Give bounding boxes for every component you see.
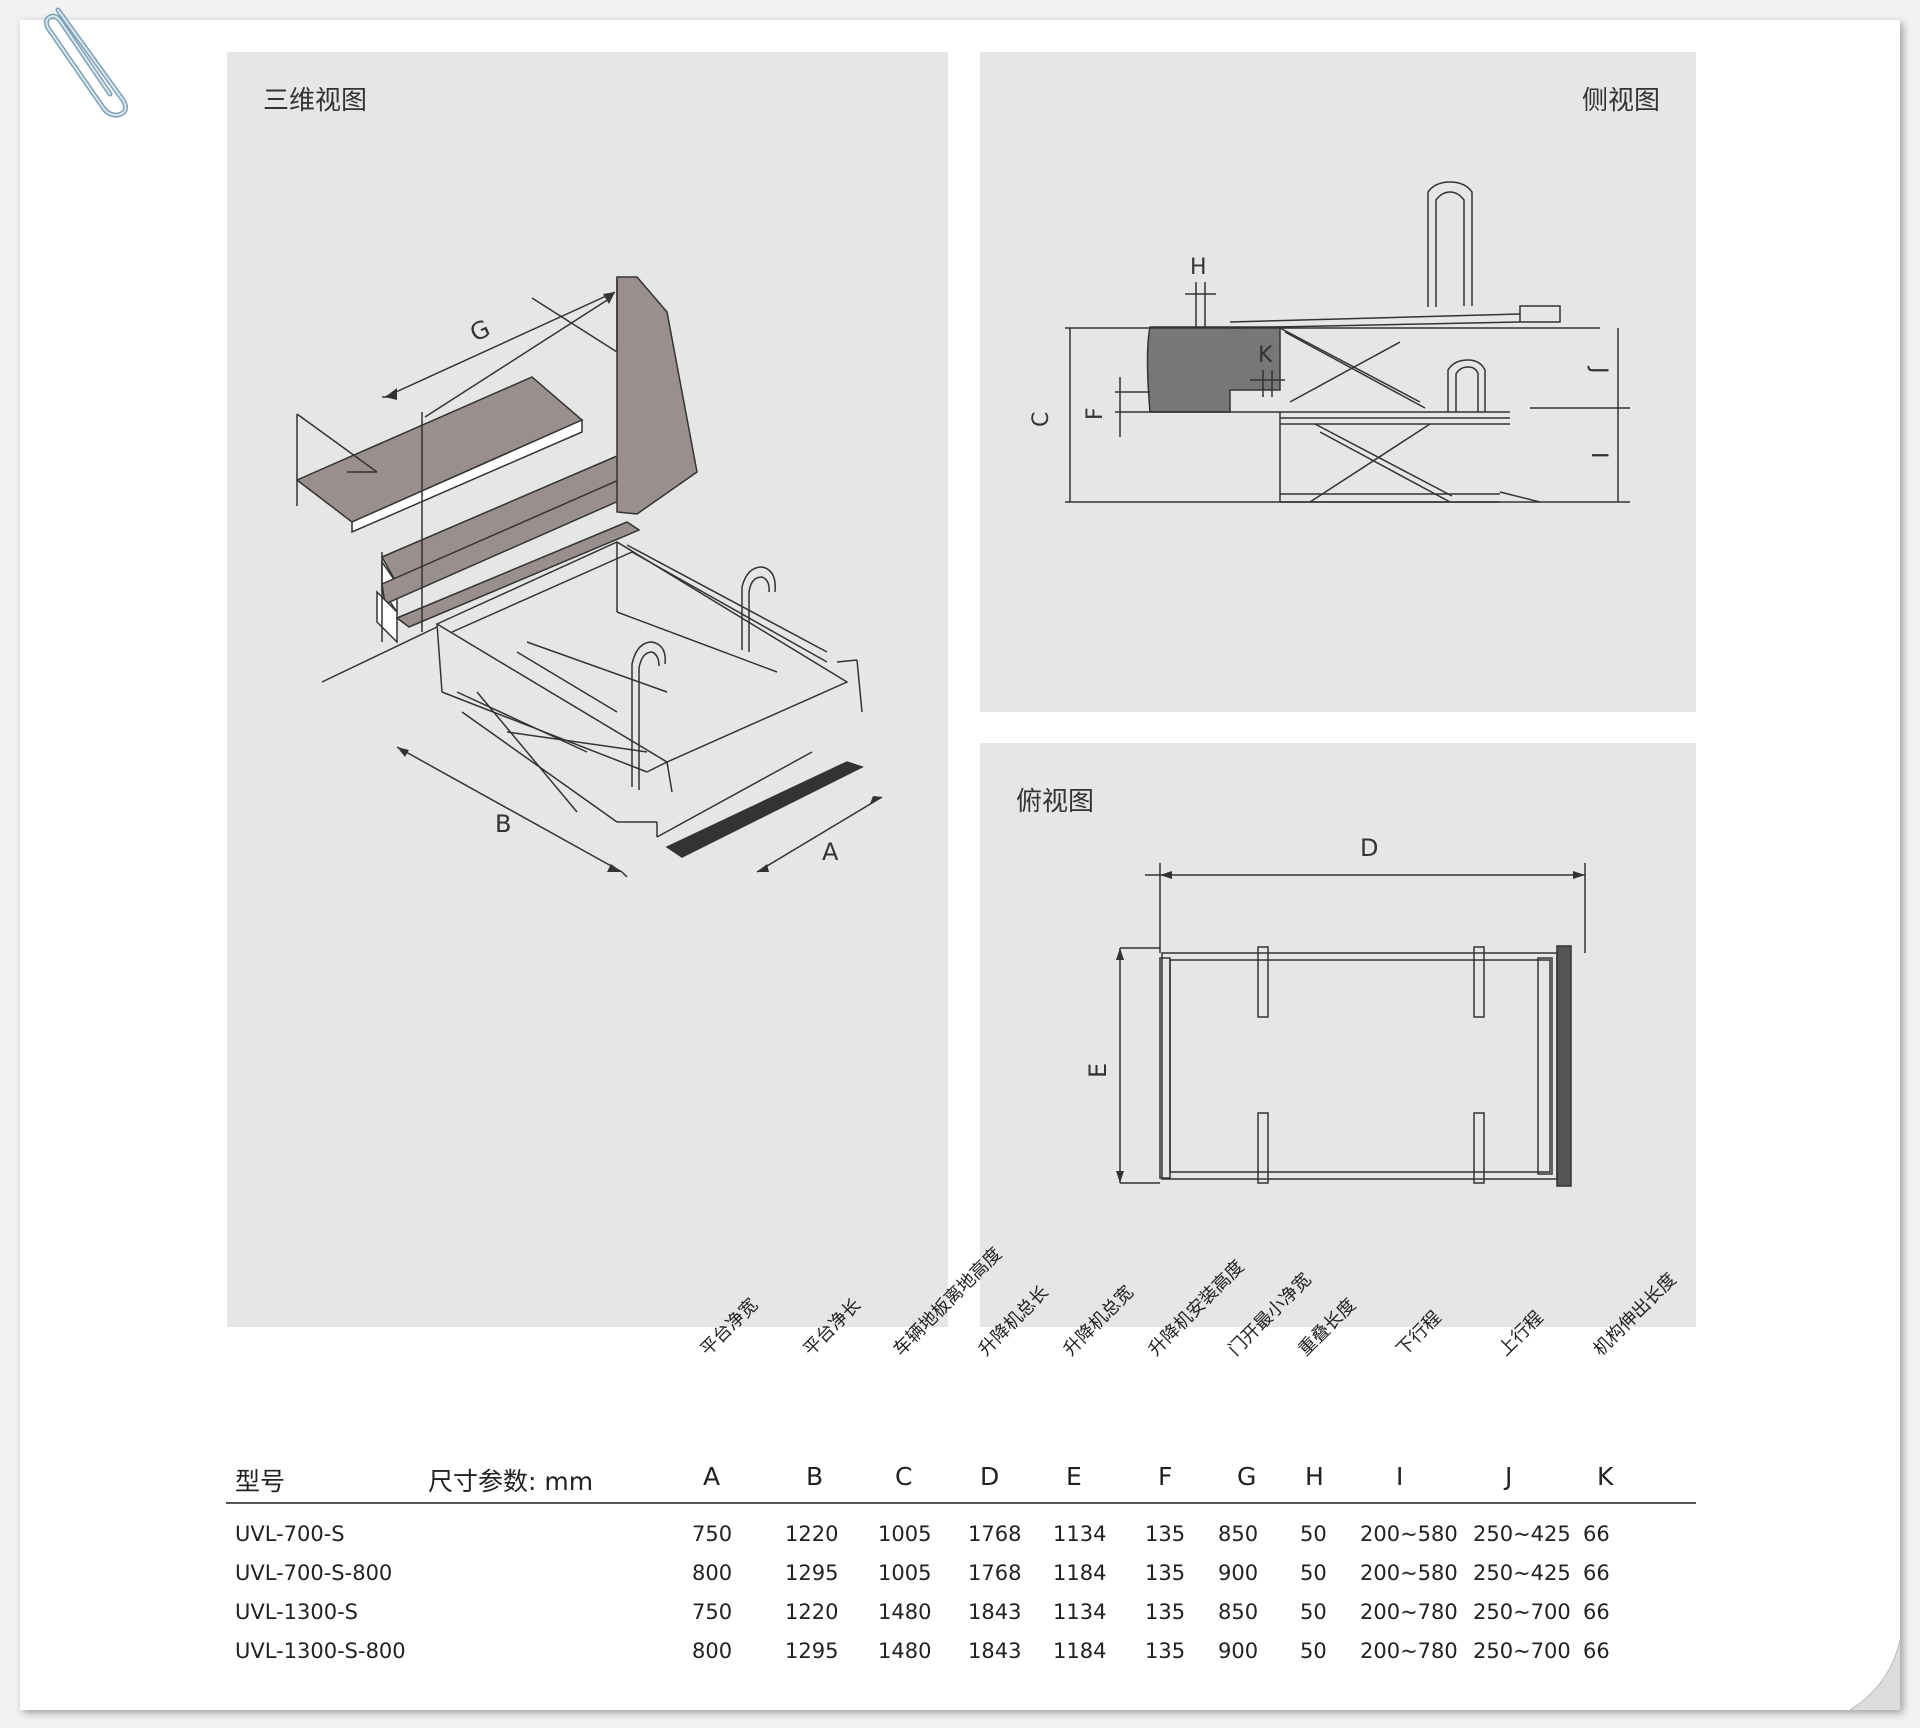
dim-label-c-side: C — [1029, 412, 1054, 427]
view-3d-panel: 三维视图 — [227, 52, 948, 1327]
col-letter-h: H — [1305, 1462, 1324, 1491]
table-cell: 1220 — [785, 1522, 839, 1546]
table-cell: 66 — [1583, 1561, 1610, 1585]
table-cell-model: UVL-1300-S — [235, 1600, 358, 1624]
table-cell: 66 — [1583, 1522, 1610, 1546]
table-cell: 800 — [692, 1639, 733, 1663]
paperclip-icon — [43, 7, 129, 118]
dim-label-f-side: F — [1083, 407, 1108, 420]
table-cell: 750 — [692, 1522, 733, 1546]
col-letter-k: K — [1597, 1462, 1614, 1491]
table-cell-model: UVL-700-S-800 — [235, 1561, 393, 1585]
dim-label-g-3d: G — [466, 314, 495, 347]
table-cell-model: UVL-1300-S-800 — [235, 1639, 406, 1663]
table-cell: 200~780 — [1360, 1639, 1458, 1663]
col-letter-c: C — [895, 1462, 913, 1491]
table-cell: 250~425 — [1473, 1561, 1571, 1585]
view-side-panel: 侧视图 — [980, 52, 1696, 712]
col-letter-e: E — [1066, 1462, 1082, 1491]
param-header: 尺寸参数: mm — [428, 1467, 594, 1496]
table-cell: 250~425 — [1473, 1522, 1571, 1546]
dim-label-k-side: K — [1258, 343, 1273, 368]
table-cell: 1134 — [1053, 1600, 1107, 1624]
table-cell: 135 — [1145, 1561, 1186, 1585]
table-cell: 200~780 — [1360, 1600, 1458, 1624]
view-top-panel: 俯视图 D E — [980, 743, 1696, 1327]
table-cell: 1843 — [968, 1639, 1022, 1663]
view-3d-title: 三维视图 — [263, 86, 368, 116]
table-cell-model: UVL-700-S — [235, 1522, 345, 1546]
table-cell: 1134 — [1053, 1522, 1107, 1546]
table-cell: 66 — [1583, 1600, 1610, 1624]
table-cell: 200~580 — [1360, 1522, 1458, 1546]
table-cell: 1184 — [1053, 1639, 1107, 1663]
view-top-drawing: D E — [1084, 834, 1586, 1187]
page-curl — [1849, 1640, 1900, 1710]
col-letter-d: D — [980, 1462, 1000, 1491]
table-cell: 200~580 — [1360, 1561, 1458, 1585]
dim-label-h-side: H — [1190, 255, 1207, 280]
dim-label-d-top: D — [1360, 834, 1378, 862]
col-letter-j: J — [1505, 1462, 1513, 1491]
dim-label-b-3d: B — [495, 810, 511, 838]
col-letter-i: I — [1396, 1462, 1404, 1491]
table-cell: 1295 — [785, 1639, 839, 1663]
table-cell: 66 — [1583, 1639, 1610, 1663]
table-cell: 50 — [1300, 1600, 1327, 1624]
table-cell: 850 — [1218, 1600, 1259, 1624]
table-cell: 1005 — [878, 1522, 932, 1546]
table-cell: 1220 — [785, 1600, 839, 1624]
table-cell: 900 — [1218, 1639, 1259, 1663]
table-cell: 250~700 — [1473, 1639, 1571, 1663]
model-header: 型号 — [235, 1467, 286, 1496]
table-cell: 800 — [692, 1561, 733, 1585]
table-cell: 750 — [692, 1600, 733, 1624]
table-cell: 850 — [1218, 1522, 1259, 1546]
table-cell: 1480 — [878, 1600, 932, 1624]
dim-label-j-side: J — [1586, 365, 1611, 374]
view-3d-drawing: G B A — [295, 276, 883, 878]
table-cell: 900 — [1218, 1561, 1259, 1585]
table-cell: 1295 — [785, 1561, 839, 1585]
col-letter-b: B — [806, 1462, 824, 1491]
view-side-drawing: H K C F J I — [1029, 181, 1630, 503]
table-cell: 1768 — [968, 1561, 1022, 1585]
view-side-title: 侧视图 — [1581, 86, 1660, 116]
table-cell: 1480 — [878, 1639, 932, 1663]
table-header-rule — [226, 1502, 1696, 1504]
dim-label-a-3d: A — [822, 838, 839, 866]
table-cell: 135 — [1145, 1522, 1186, 1546]
table-cell: 50 — [1300, 1639, 1327, 1663]
table-cell: 1768 — [968, 1522, 1022, 1546]
table-cell: 135 — [1145, 1600, 1186, 1624]
table-cell: 50 — [1300, 1561, 1327, 1585]
col-letter-a: A — [703, 1462, 721, 1491]
col-letter-f: F — [1158, 1462, 1173, 1491]
table-cell: 1843 — [968, 1600, 1022, 1624]
table-cell: 50 — [1300, 1522, 1327, 1546]
table-cell: 1005 — [878, 1561, 932, 1585]
view-top-title: 俯视图 — [1016, 787, 1095, 817]
dim-label-i-side: I — [1586, 452, 1611, 459]
table-cell: 250~700 — [1473, 1600, 1571, 1624]
table-cell: 135 — [1145, 1639, 1186, 1663]
table-cell: 1184 — [1053, 1561, 1107, 1585]
col-letter-g: G — [1237, 1462, 1257, 1491]
dim-label-e-top: E — [1084, 1063, 1112, 1078]
